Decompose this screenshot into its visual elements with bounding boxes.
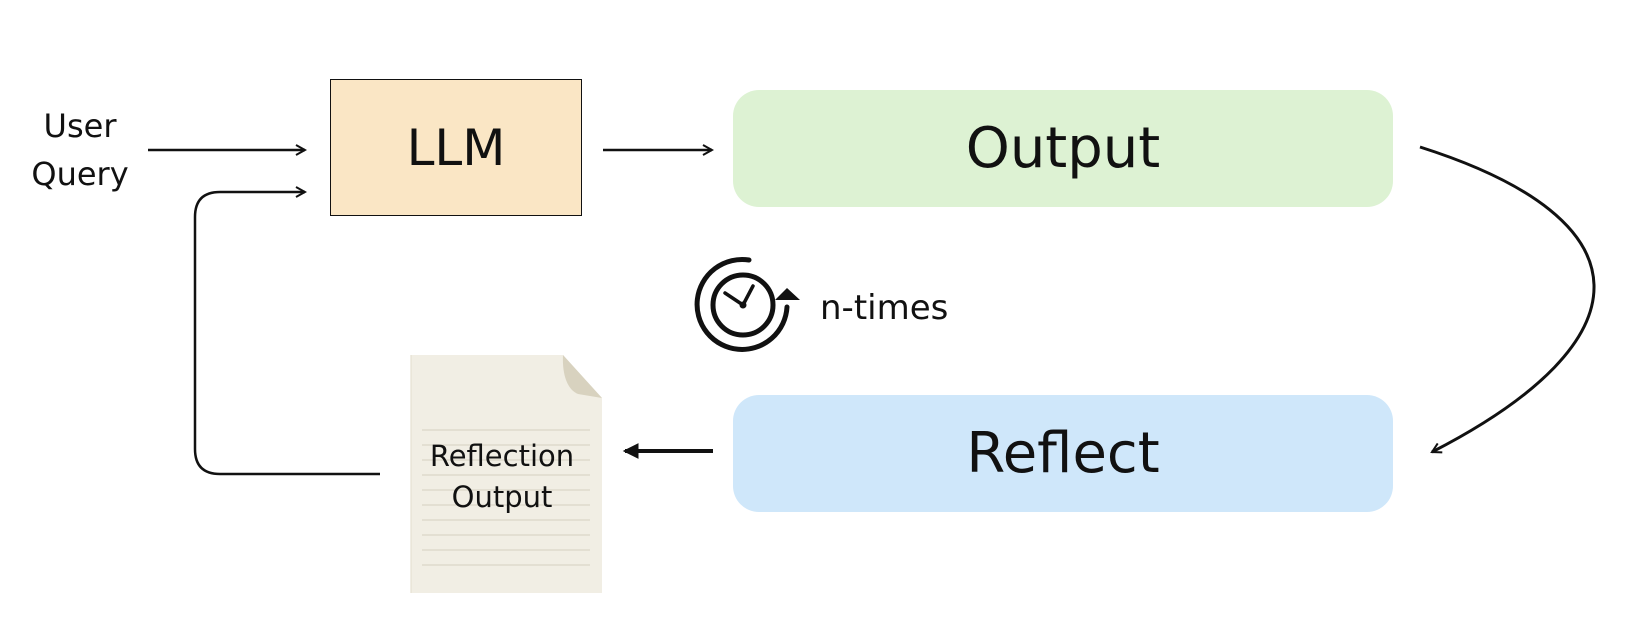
- arrow-feedback-to-llm: [193, 192, 380, 476]
- llm-label: LLM: [406, 118, 506, 177]
- user-query-line-2: Query: [31, 155, 129, 193]
- user-query-line-1: User: [43, 107, 117, 145]
- reflection-output-line-2: Output: [451, 480, 553, 514]
- arrow-output-to-reflect: [1419, 145, 1596, 454]
- output-label: Output: [965, 116, 1161, 181]
- reflect-node: Reflect: [733, 395, 1393, 512]
- reflect-label: Reflect: [966, 421, 1160, 486]
- loop-count-label: n-times: [820, 280, 990, 336]
- reflection-output-label: Reflection Output: [412, 432, 592, 522]
- document-paper-icon: [410, 355, 602, 593]
- n-times-text: n-times: [820, 288, 949, 328]
- llm-node: LLM: [330, 79, 582, 216]
- user-query-label: User Query: [20, 100, 140, 200]
- reflection-output-line-1: Reflection: [429, 439, 575, 473]
- repeat-timer-icon: [694, 256, 800, 352]
- output-node: Output: [733, 90, 1393, 207]
